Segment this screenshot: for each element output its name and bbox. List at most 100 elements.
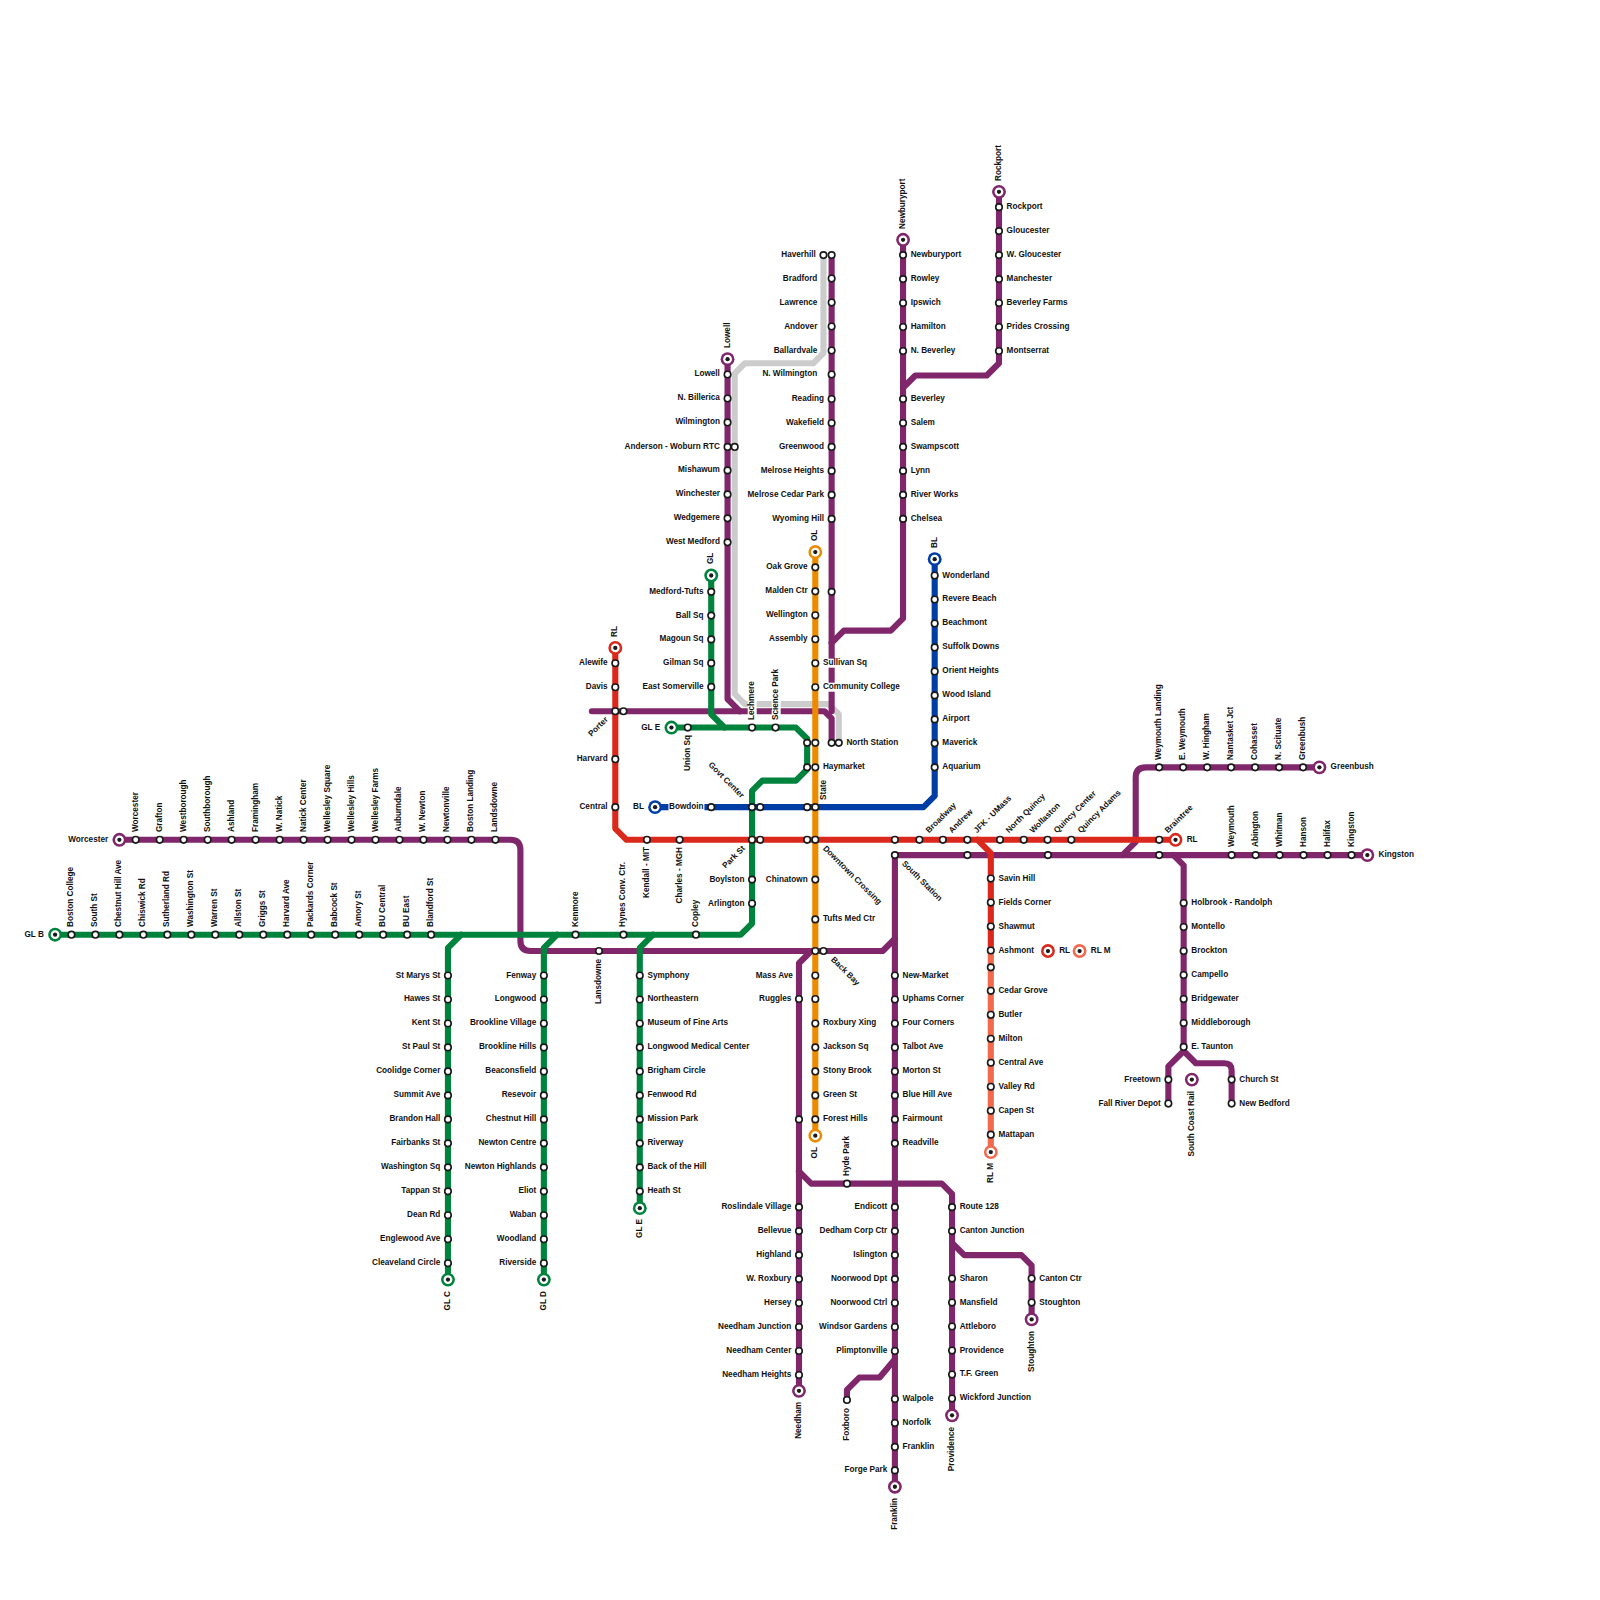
terminal-marker [989, 1150, 993, 1154]
station-dot [949, 1228, 956, 1235]
station-label: Warren St [211, 888, 220, 928]
station-dot [988, 899, 995, 906]
station-label: Resevoir [501, 1091, 538, 1100]
station-label: Boston Landing [467, 769, 476, 833]
station-dot [892, 1324, 899, 1331]
station-label: Winchester [675, 490, 721, 499]
station-label: Longwood Medical Center [646, 1043, 750, 1052]
station-dot [796, 1324, 803, 1331]
station-label: Wedgemere [673, 514, 721, 523]
station-dot [812, 948, 819, 955]
station-label: Woodland [496, 1235, 537, 1244]
station-label: Brockton [1190, 947, 1228, 956]
station-label: RL M [1090, 947, 1112, 956]
station-label: Manchester [1006, 275, 1054, 284]
station-dot [996, 252, 1003, 259]
station-dot [964, 852, 971, 859]
station-dot [964, 837, 971, 844]
station-dot [541, 1044, 548, 1051]
station-label: Blandford St [427, 877, 436, 928]
station-label: Aquarium [941, 763, 981, 772]
station-dot [724, 419, 731, 426]
terminal-marker [1312, 760, 1326, 774]
station-dot [541, 996, 548, 1003]
station-label: Kendall - MIT [643, 846, 652, 899]
station-dot [1156, 837, 1163, 844]
station-label: Islington [852, 1251, 888, 1260]
station-dot [892, 1444, 899, 1451]
terminal-marker [1173, 838, 1177, 842]
station-label: Wellesley Farms [371, 767, 380, 833]
station-label: W. Newton [419, 790, 428, 833]
terminal-marker [1365, 853, 1369, 857]
station-label: Alewife [578, 659, 609, 668]
station-label: Beaconsfield [484, 1067, 537, 1076]
station-label: Medford-Tufts [648, 588, 704, 597]
station-dot [1180, 972, 1187, 979]
station-dot [1252, 852, 1259, 859]
terminal-marker [725, 357, 729, 361]
station-label: GL B [23, 930, 44, 939]
station-dot [949, 1204, 956, 1211]
station-label: Greenbush [1330, 763, 1375, 772]
terminal-marker [1029, 1317, 1033, 1321]
station-label: Chelsea [910, 515, 943, 524]
station-dot [892, 1467, 899, 1474]
station-dot [637, 1092, 644, 1099]
station-dot [812, 612, 819, 619]
station-dot [892, 837, 899, 844]
station-label: Ashland [227, 799, 236, 833]
station-label: Amory St [355, 890, 364, 928]
station-dot [812, 876, 819, 883]
station-label: RL [611, 625, 620, 638]
station-dot [796, 1348, 803, 1355]
station-label: Grafton [155, 802, 164, 834]
station-label: Melrose Heights [760, 467, 825, 476]
station-dot [612, 660, 619, 667]
station-label: Lowell [723, 321, 732, 348]
station-label: Valley Rd [997, 1082, 1035, 1091]
station-dot [1156, 852, 1163, 859]
station-label: BL [930, 536, 939, 549]
station-dot [348, 837, 355, 844]
station-label: Wickford Junction [959, 1394, 1032, 1403]
terminal-marker [611, 644, 620, 653]
station-dot [228, 837, 235, 844]
station-dot [836, 740, 843, 747]
terminal-marker [704, 569, 718, 583]
station-dot [445, 1044, 452, 1051]
station-label: Revere Beach [941, 595, 997, 604]
station-label: Lansdowne [595, 958, 604, 1005]
station-label: Hyde Park [843, 1135, 852, 1177]
station-dot [492, 837, 499, 844]
station-dot [637, 1164, 644, 1171]
station-dot [541, 1068, 548, 1075]
station-dot [724, 444, 731, 451]
terminal-marker [933, 557, 937, 561]
station-label: Summit Ave [393, 1091, 442, 1100]
station-label: Weymouth Landing [1155, 683, 1164, 761]
station-label: Suffolk Downs [941, 643, 1000, 652]
station-dot [892, 1092, 899, 1099]
station-label: Worcester [67, 835, 109, 844]
station-dot [820, 948, 827, 955]
station-dot [900, 396, 907, 403]
station-dot [708, 684, 715, 691]
station-label: River Works [910, 491, 960, 500]
terminal-marker [1187, 1075, 1196, 1084]
station-label: Abington [1251, 811, 1260, 849]
station-dot [380, 931, 387, 938]
station-label: Newtonville [443, 786, 452, 834]
station-label: Chestnut Hill Ave [115, 859, 124, 928]
station-dot [988, 947, 995, 954]
station-label: N. Wilmington [761, 370, 818, 379]
station-label: Tufts Med Ctr [822, 915, 876, 924]
station-dot [1180, 764, 1187, 771]
terminal-marker [891, 1482, 900, 1491]
station-label: OL [811, 1146, 820, 1159]
station-dot [1300, 852, 1307, 859]
station-dot [892, 1348, 899, 1355]
station-label: Washington St [187, 869, 196, 928]
station-dot [892, 1300, 899, 1307]
station-label: Natick Center [299, 778, 308, 833]
